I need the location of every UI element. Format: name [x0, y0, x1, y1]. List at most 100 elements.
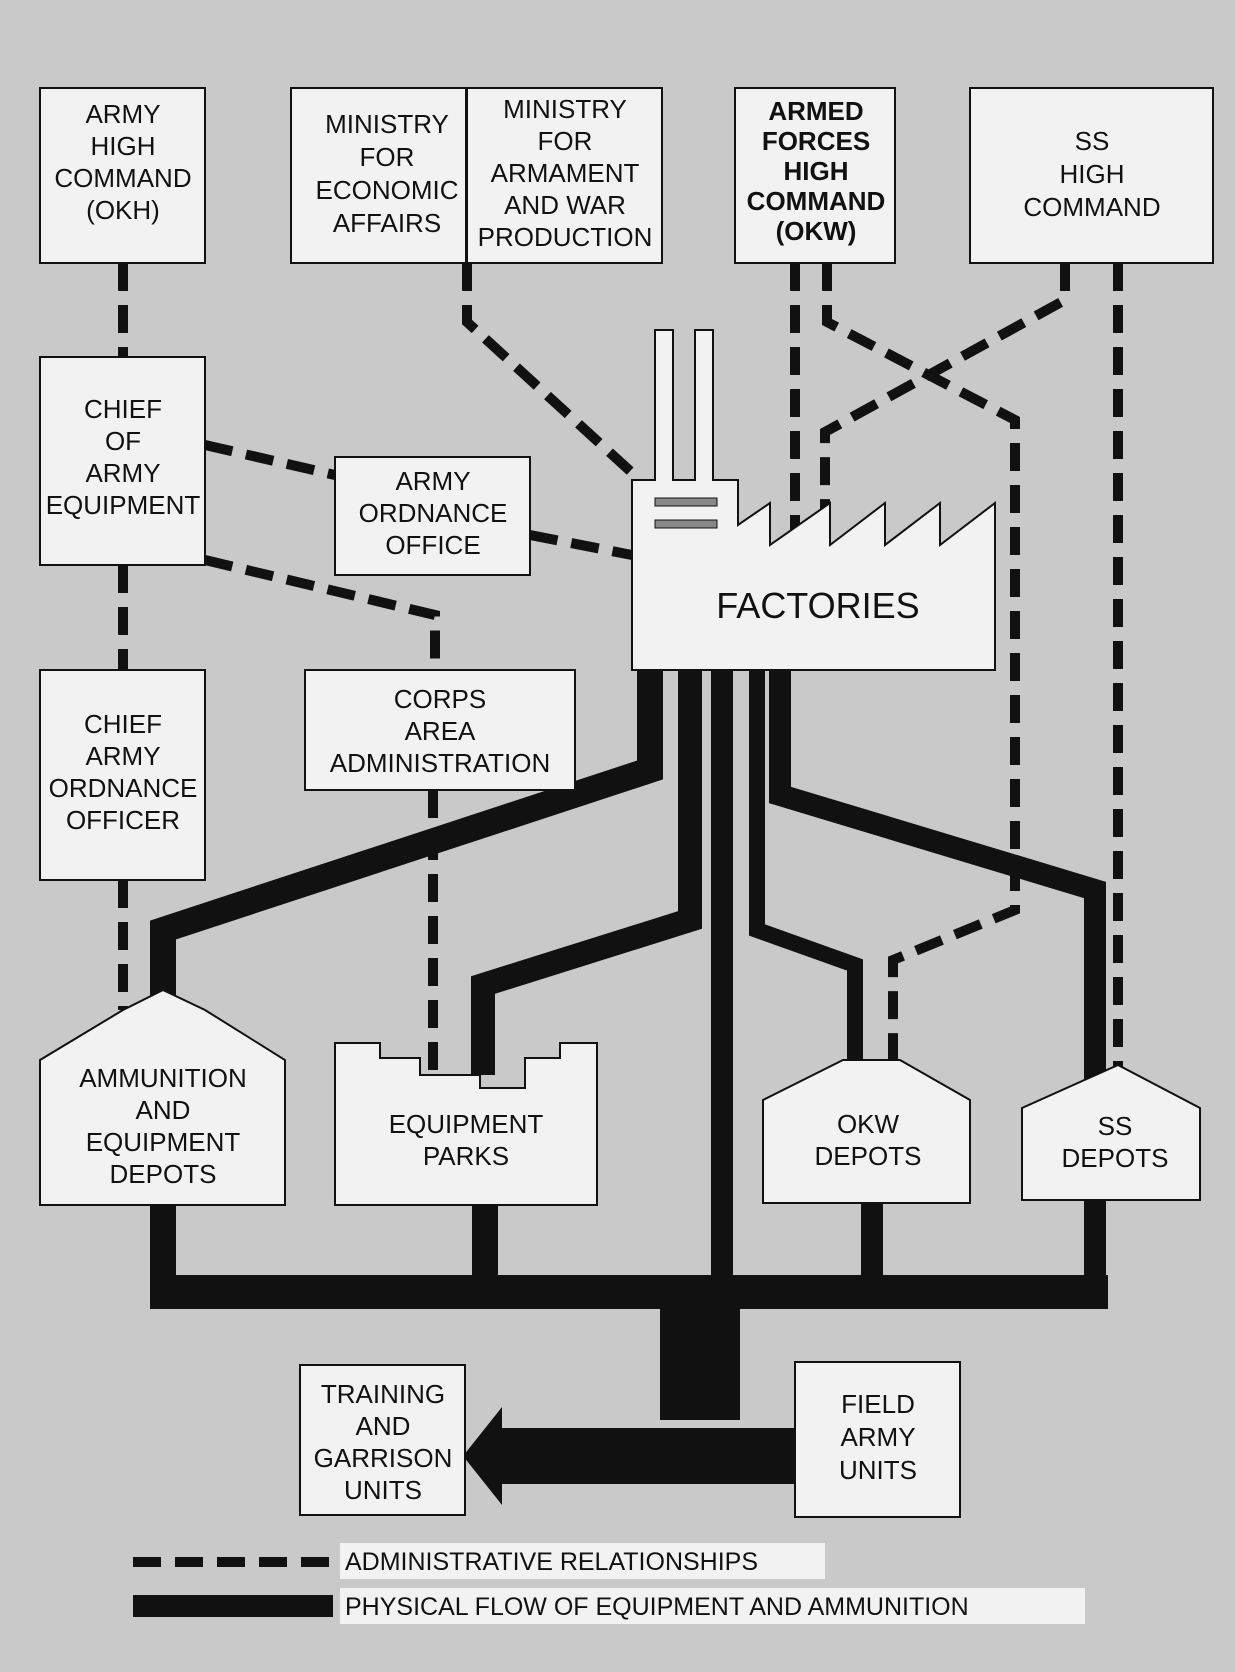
legend: ADMINISTRATIVE RELATIONSHIPS PHYSICAL FL…: [133, 1543, 1085, 1624]
label-line: EQUIPMENT: [46, 490, 201, 520]
label-line: ARMY: [85, 458, 160, 488]
label-line: OFFICE: [385, 530, 480, 560]
factories-window-stripe: [654, 519, 718, 529]
flow-factories-ammo-depots: [150, 660, 663, 1010]
legend-physical-label: PHYSICAL FLOW OF EQUIPMENT AND AMMUNITIO…: [345, 1593, 969, 1621]
ss-depots-building: [1021, 1063, 1201, 1201]
factories-building: [631, 329, 996, 671]
label-line: ORDNANCE: [49, 773, 198, 803]
label-line: TRAINING: [321, 1379, 445, 1409]
label-line: DEPOTS: [1062, 1143, 1169, 1173]
label-line: CHIEF: [84, 709, 162, 739]
factories-label: FACTORIES: [716, 585, 919, 626]
label-line: UNITS: [839, 1455, 917, 1485]
armament-box: [466, 87, 663, 264]
label-line: HIGH: [91, 131, 156, 161]
label-line: CORPS: [394, 684, 486, 714]
ss-high-command-box: [969, 87, 1214, 264]
chief-equipment-box: [39, 356, 206, 566]
legend-physical-label-bg: [340, 1588, 1085, 1624]
label-line: CHIEF: [84, 394, 162, 424]
dash-armament-factories: [462, 263, 644, 484]
corps-area-box: [304, 669, 576, 791]
ordnance-office-box: [334, 456, 531, 576]
label-line: OFFICER: [66, 805, 180, 835]
equipment-parks-building: [334, 1042, 598, 1206]
flow-factories-ss-depots: [769, 660, 1106, 1100]
label-line: AMMUNITION: [79, 1063, 247, 1093]
chief-ordnance-box: [39, 669, 206, 881]
label-line: COMMAND: [747, 186, 886, 216]
label-line: MINISTRY: [325, 109, 449, 139]
training-units-box: [299, 1364, 466, 1516]
label-line: FACTORIES: [716, 585, 919, 626]
label-line: HIGH: [784, 156, 849, 186]
label-line: AREA: [405, 716, 476, 746]
label-line: COMMAND: [54, 163, 191, 193]
dash-ordnance-office-factories: [529, 530, 633, 560]
label-line: OKW: [837, 1109, 900, 1139]
label-line: ARMED: [768, 96, 863, 126]
flow-arrow-double: [463, 1407, 900, 1505]
label-line: HIGH: [1060, 159, 1125, 189]
okw-depots-building: [762, 1059, 971, 1204]
factories-window-stripe: [654, 497, 718, 507]
economic-affairs-box: [290, 87, 467, 264]
label-line: (OKH): [86, 195, 160, 225]
label-line: ORDNANCE: [359, 498, 508, 528]
label-line: AND WAR: [504, 190, 626, 220]
label-line: GARRISON: [314, 1443, 453, 1473]
label-line: ARMY: [840, 1422, 915, 1452]
label-line: COMMAND: [1023, 192, 1160, 222]
label-line: (OKW): [776, 216, 857, 246]
label-line: PARKS: [423, 1141, 509, 1171]
label-line: AND: [356, 1411, 411, 1441]
label-line: ECONOMIC: [316, 175, 459, 205]
dash-chief-equipment-corps-area: [203, 555, 440, 670]
dash-okw-okw-depots: [822, 263, 1020, 1060]
label-line: PRODUCTION: [478, 222, 653, 252]
flow-factories-equipment-parks: [471, 660, 702, 1075]
label-line: ADMINISTRATION: [330, 748, 551, 778]
legend-admin-label-bg: [340, 1543, 825, 1579]
dash-ss-high-factories: [820, 263, 1070, 550]
okw-box: [734, 87, 896, 264]
label-line: SS: [1098, 1111, 1133, 1141]
label-line: EQUIPMENT: [86, 1127, 241, 1157]
label-line: ARMY: [85, 741, 160, 771]
label-line: FOR: [538, 126, 593, 156]
label-line: DEPOTS: [110, 1159, 217, 1189]
label-line: MINISTRY: [503, 94, 627, 124]
label-line: FIELD: [841, 1389, 915, 1419]
label-line: AND: [136, 1095, 191, 1125]
okh-box: [39, 87, 206, 264]
label-line: AFFAIRS: [333, 208, 441, 238]
ammo-depots-building: [39, 988, 286, 1206]
label-line: OF: [105, 426, 141, 456]
label-line: ARMY: [85, 99, 160, 129]
label-line: DEPOTS: [815, 1141, 922, 1171]
physical-flow: [150, 660, 1108, 1505]
field-army-units-box: [794, 1361, 961, 1518]
dash-chief-equipment-ordnance-office: [203, 440, 337, 480]
label-line: ARMY: [395, 466, 470, 496]
flow-factories-okw-depots: [749, 660, 863, 1060]
label-line: FORCES: [762, 126, 870, 156]
label-line: FOR: [360, 142, 415, 172]
legend-administrative-label: ADMINISTRATIVE RELATIONSHIPS: [345, 1548, 758, 1576]
